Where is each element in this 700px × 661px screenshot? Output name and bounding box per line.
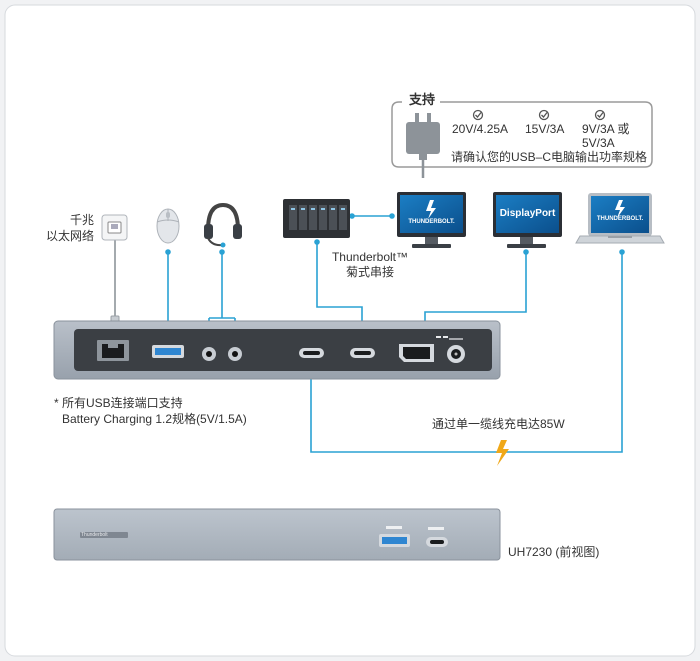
front-badge: Thunderbolt	[81, 532, 108, 538]
support-title: 支持	[409, 92, 436, 107]
spec-15v: 15V/3A	[525, 122, 565, 136]
usb-a-port-icon	[379, 526, 410, 547]
lightning-icon	[496, 440, 509, 466]
dock-front	[53, 508, 501, 561]
charging-label: 通过单一缆线充电达85W	[432, 417, 565, 431]
thunderbolt-monitor-icon	[397, 192, 466, 248]
headset-icon	[204, 202, 242, 248]
laptop-tb-logo: THUNDERBOLT.	[596, 216, 644, 222]
dc-power-port-icon	[447, 338, 465, 363]
support-note: 请确认您的USB–C电脑输出功率规格	[451, 150, 648, 164]
displayport-port-icon	[399, 336, 448, 362]
front-view-label: UH7230 (前视图)	[508, 545, 600, 559]
usb-c-port-icon	[426, 527, 448, 547]
spec-9v: 9V/3A 或	[582, 122, 630, 136]
footnote-line-2: Battery Charging 1.2规格(5V/1.5A)	[62, 412, 247, 426]
check-icon	[472, 109, 606, 121]
monitor-dp-label: DisplayPort	[499, 208, 556, 219]
spec-20v: 20V/4.25A	[452, 122, 509, 136]
usb-a-port-icon	[152, 345, 184, 358]
thunderbolt-port-icon	[299, 348, 375, 358]
ethernet-jack-icon	[101, 214, 128, 241]
rj45-port-icon	[97, 340, 129, 361]
dock-rear	[53, 320, 501, 380]
spec-5v: 5V/3A	[582, 136, 615, 150]
monitor-tb-logo: THUNDERBOLT.	[408, 219, 455, 225]
footnote-line-1: * 所有USB连接端口支持	[54, 396, 183, 410]
headset-cable	[208, 252, 236, 346]
displayport-monitor-icon	[493, 192, 562, 248]
ethernet-label-2: 以太网络	[45, 229, 94, 243]
charger-icon	[406, 113, 440, 178]
daisy-chain-label-1: Thunderbolt™	[331, 250, 409, 264]
audio-jack-icon	[202, 347, 242, 361]
ethernet-label-1: 千兆	[69, 213, 94, 227]
daisy-chain-label-2: 菊式串接	[345, 265, 394, 279]
laptop-icon	[575, 193, 665, 244]
power-support-box	[391, 101, 653, 178]
laptop-charging-cable	[310, 252, 623, 453]
storage-device-icon	[283, 199, 350, 238]
mouse-icon	[156, 208, 180, 244]
